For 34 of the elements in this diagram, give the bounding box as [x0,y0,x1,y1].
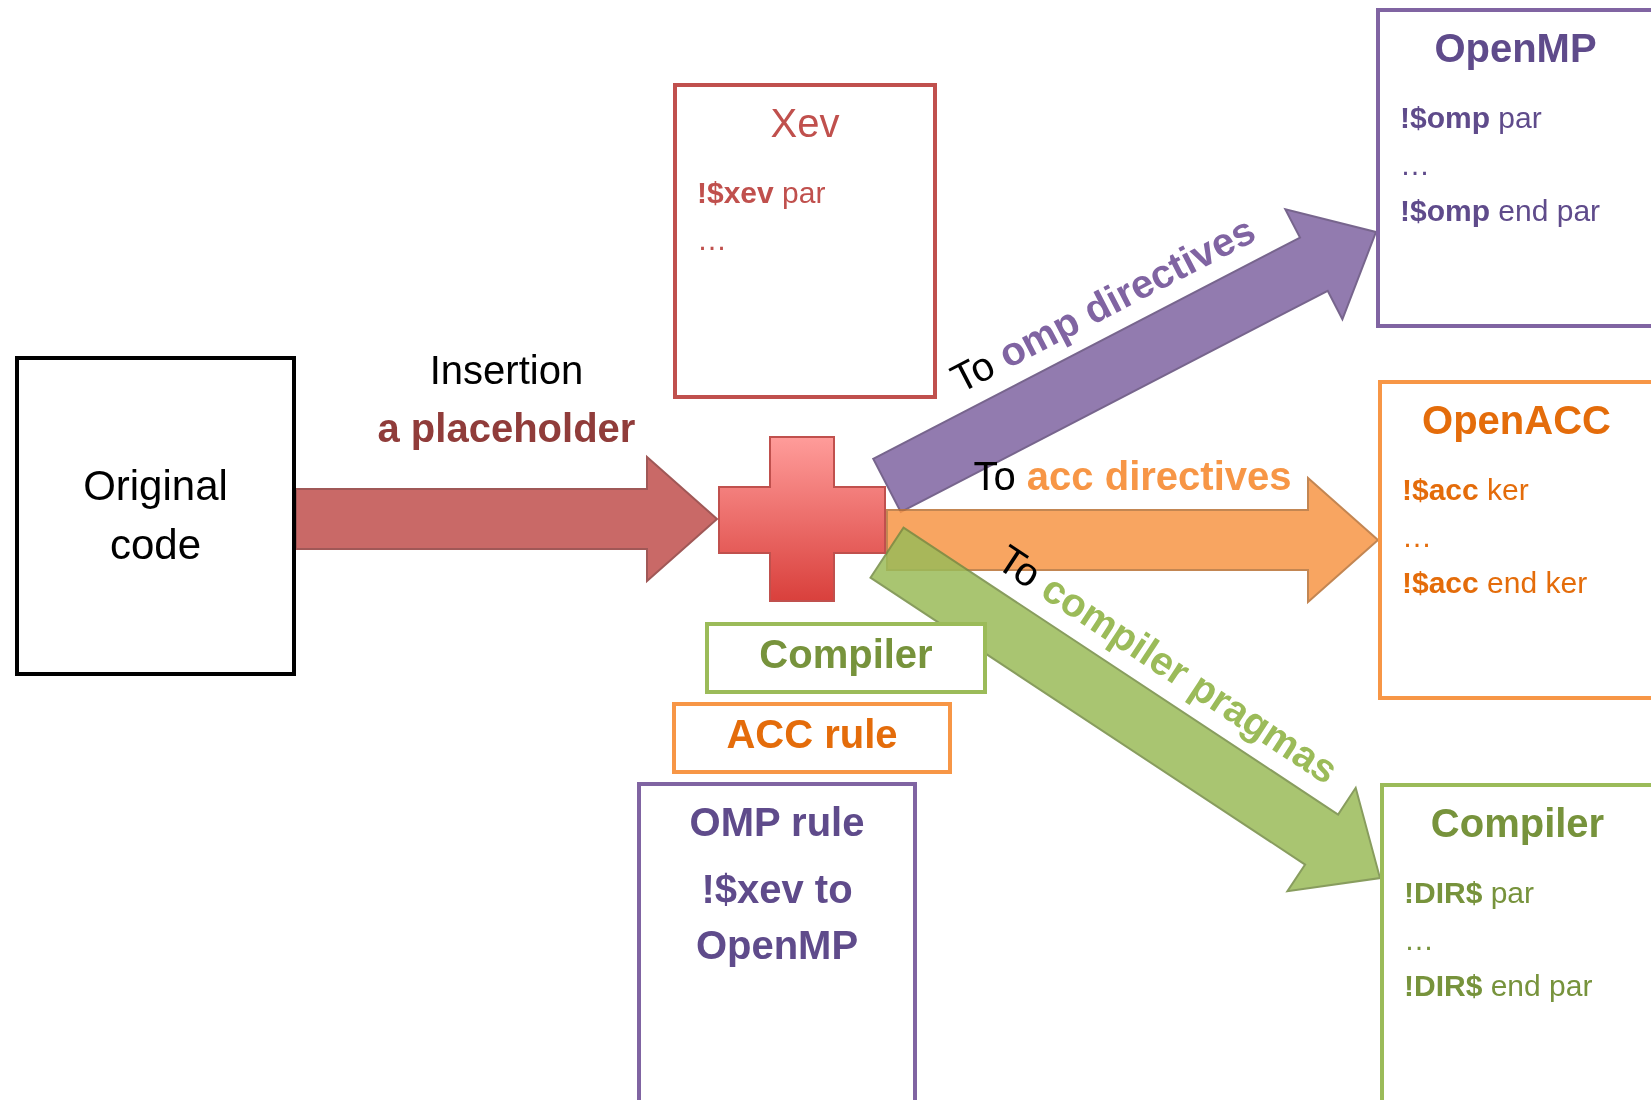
code-line: !$acc end ker [1402,565,1588,601]
rule-card [672,702,952,774]
rule-card [637,782,917,1100]
box-title: OpenACC [1422,398,1611,443]
box-title: OpenMP [1434,26,1597,71]
edge-label: To acc directives [973,453,1292,500]
code-box [15,356,296,676]
code-line: !DIR$ par [1404,875,1535,911]
code-line: … [1400,146,1430,183]
block-arrow [886,475,1380,605]
code-line: … [1404,921,1434,958]
code-line: … [1402,518,1432,555]
code-line: !$omp par [1400,100,1542,136]
code-box [673,83,937,399]
code-line: !DIR$ end par [1404,968,1593,1004]
rule-card [705,622,987,694]
box-title: Compiler [759,631,933,678]
code-line: !$acc ker [1402,472,1529,508]
box-title: Compiler [1430,801,1605,846]
code-line: … [697,221,727,258]
box-title: Xev [770,101,840,146]
block-arrow [295,454,719,584]
plus-sign [717,435,887,603]
box-title: ACC rule [726,711,898,758]
edge-label: Insertion a placeholder [377,347,636,452]
box-title: OMP rule [689,800,865,845]
rule-text: !$xev to OpenMP [694,866,860,969]
box-title: Original code [82,461,229,570]
code-line: !$omp end par [1400,193,1601,229]
code-box [1378,380,1651,700]
code-box [1380,783,1651,1100]
code-box [1376,8,1651,328]
block-arrow [869,526,1382,893]
code-line: !$xev par [697,175,826,211]
